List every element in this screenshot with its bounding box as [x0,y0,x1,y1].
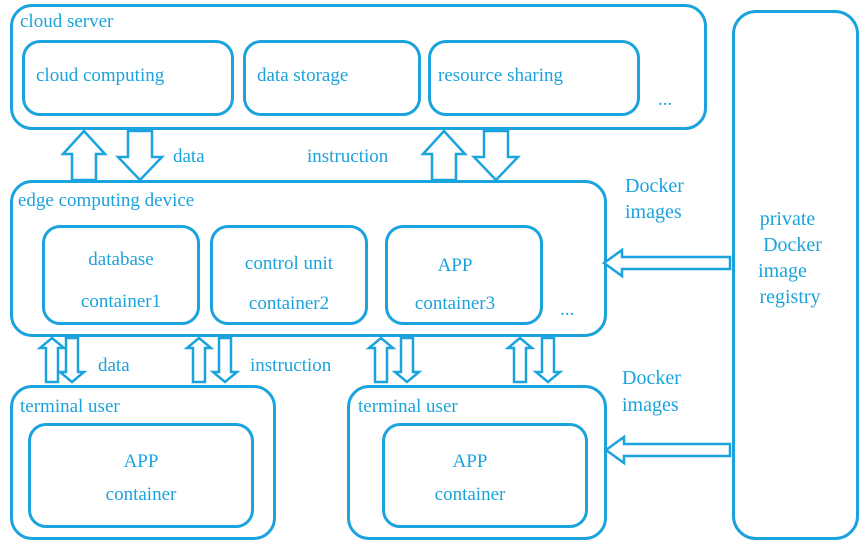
arrow-registry-to-edge [601,247,732,279]
terminal-user-box-2 [347,385,607,540]
docker-images-bottom-line-2: images [622,394,679,416]
registry-line-3: image [758,260,807,282]
edge-container-1-bottom: container1 [80,291,162,312]
registry-line-2: Docker [763,234,822,256]
cloud-server-title: cloud server [20,11,114,32]
edge-container-2 [210,225,368,325]
cloud-data-label: data [173,146,205,167]
edge-device-title: edge computing device [18,190,195,211]
terminal-user-1-title: terminal user [20,396,120,417]
edge-data-label: data [98,355,130,376]
arrow-down-edge-to-terminal1-b [209,336,241,384]
cloud-server-box [10,4,707,130]
arrow-up-edge-to-cloud-right [420,129,468,182]
module-cloud-computing [22,40,234,116]
terminal-user-2-container [382,423,588,528]
edge-instruction-label: instruction [250,355,332,376]
arrow-down-edge-to-terminal2-a [391,336,423,384]
registry-line-4: registry [759,286,821,308]
module-cloud-computing-label: cloud computing [36,65,165,86]
registry-line-1: private [759,208,816,230]
terminal-user-2-top: APP [452,451,488,472]
registry-box [732,10,859,540]
edge-device-box [10,180,607,337]
arrow-up-terminal2-to-edge-a [365,336,397,384]
arrow-up-terminal1-to-edge-b [183,336,215,384]
module-data-storage [243,40,421,116]
arrow-down-edge-to-terminal2-b [532,336,564,384]
arrow-down-cloud-to-edge-right [471,129,521,182]
terminal-user-1-container [28,423,254,528]
docker-images-top-line-2: images [625,201,682,223]
edge-container-2-top: control unit [244,253,334,274]
terminal-user-1-top: APP [123,451,159,472]
terminal-user-2-title: terminal user [358,396,458,417]
edge-container-1-top: database [88,249,154,270]
cloud-server-more: ... [658,89,673,110]
edge-container-3 [385,225,543,325]
edge-container-3-top: APP [437,255,473,276]
arrow-up-edge-to-cloud-left [60,129,108,182]
arrow-down-cloud-to-edge-left [115,129,165,182]
terminal-user-2-bottom: container [434,484,506,505]
arrow-up-terminal2-to-edge-b [504,336,536,384]
module-resource-sharing-label: resource sharing [438,65,564,86]
arrow-up-terminal1-to-edge-a [36,336,68,384]
cloud-instruction-label: instruction [307,146,389,167]
edge-container-3-bottom: container3 [414,293,496,314]
edge-container-1 [42,225,200,325]
edge-device-more: ... [560,299,575,320]
arrow-down-edge-to-terminal1-a [56,336,88,384]
terminal-user-box-1 [10,385,276,540]
docker-images-top-line-1: Docker [625,175,684,197]
terminal-user-1-bottom: container [105,484,177,505]
docker-images-bottom-line-1: Docker [622,367,681,389]
edge-container-2-bottom: container2 [248,293,330,314]
arrow-registry-to-terminal2 [603,434,732,466]
module-data-storage-label: data storage [257,65,349,86]
module-resource-sharing [428,40,640,116]
